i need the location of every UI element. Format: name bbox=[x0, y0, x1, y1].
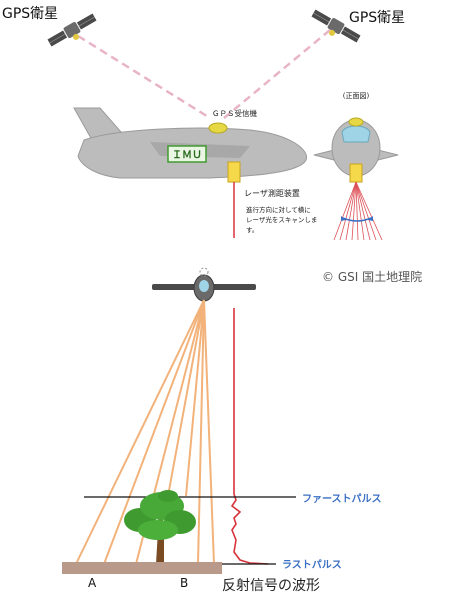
laser-scan-fan bbox=[333, 181, 383, 241]
gps-receiver-icon bbox=[208, 122, 228, 134]
scan-note-line2: レーザ光をスキャンしま bbox=[246, 215, 317, 224]
airplane-top-view bbox=[152, 267, 256, 302]
ground-strip bbox=[62, 562, 222, 574]
gps-links bbox=[77, 29, 331, 120]
gps-link-left bbox=[77, 34, 211, 120]
first-pulse-label: ファーストパルス bbox=[302, 493, 382, 505]
ground-point-a-label: A bbox=[88, 576, 97, 590]
laser-device-label: レーザ測距装置 bbox=[244, 188, 300, 198]
gps-receiver-label: ＧＰＳ受信機 bbox=[212, 108, 257, 118]
gps-satellite-left-icon bbox=[47, 13, 97, 47]
gps-satellite-right-label: GPS衛星 bbox=[349, 10, 405, 26]
scan-direction-arrow-icon bbox=[342, 217, 372, 222]
scan-note-line1: 進行方向に対して横に bbox=[246, 205, 311, 214]
last-pulse-label: ラストパルス bbox=[282, 559, 342, 571]
airplane-side-view: ＩＭＵ bbox=[73, 107, 307, 183]
laser-beams bbox=[75, 299, 215, 565]
front-view-label: (正面図) bbox=[343, 92, 370, 100]
scan-note-line3: す。 bbox=[246, 226, 258, 234]
gps-satellite-right-icon bbox=[311, 9, 361, 43]
waveform-caption: 反射信号の波形 bbox=[222, 578, 320, 594]
copyright-text: © GSI 国土地理院 bbox=[322, 270, 422, 284]
reflection-waveform bbox=[230, 308, 269, 565]
imu-box bbox=[167, 145, 207, 163]
ground-point-b-label: B bbox=[180, 576, 188, 590]
airplane-front-view bbox=[313, 117, 399, 183]
gps-satellite-left-label: GPS衛星 bbox=[2, 6, 58, 22]
tree-icon bbox=[124, 490, 196, 564]
imu-label: ＩＭＵ bbox=[172, 149, 202, 161]
laser-device-icon bbox=[227, 161, 241, 183]
gps-link-right bbox=[223, 29, 331, 119]
